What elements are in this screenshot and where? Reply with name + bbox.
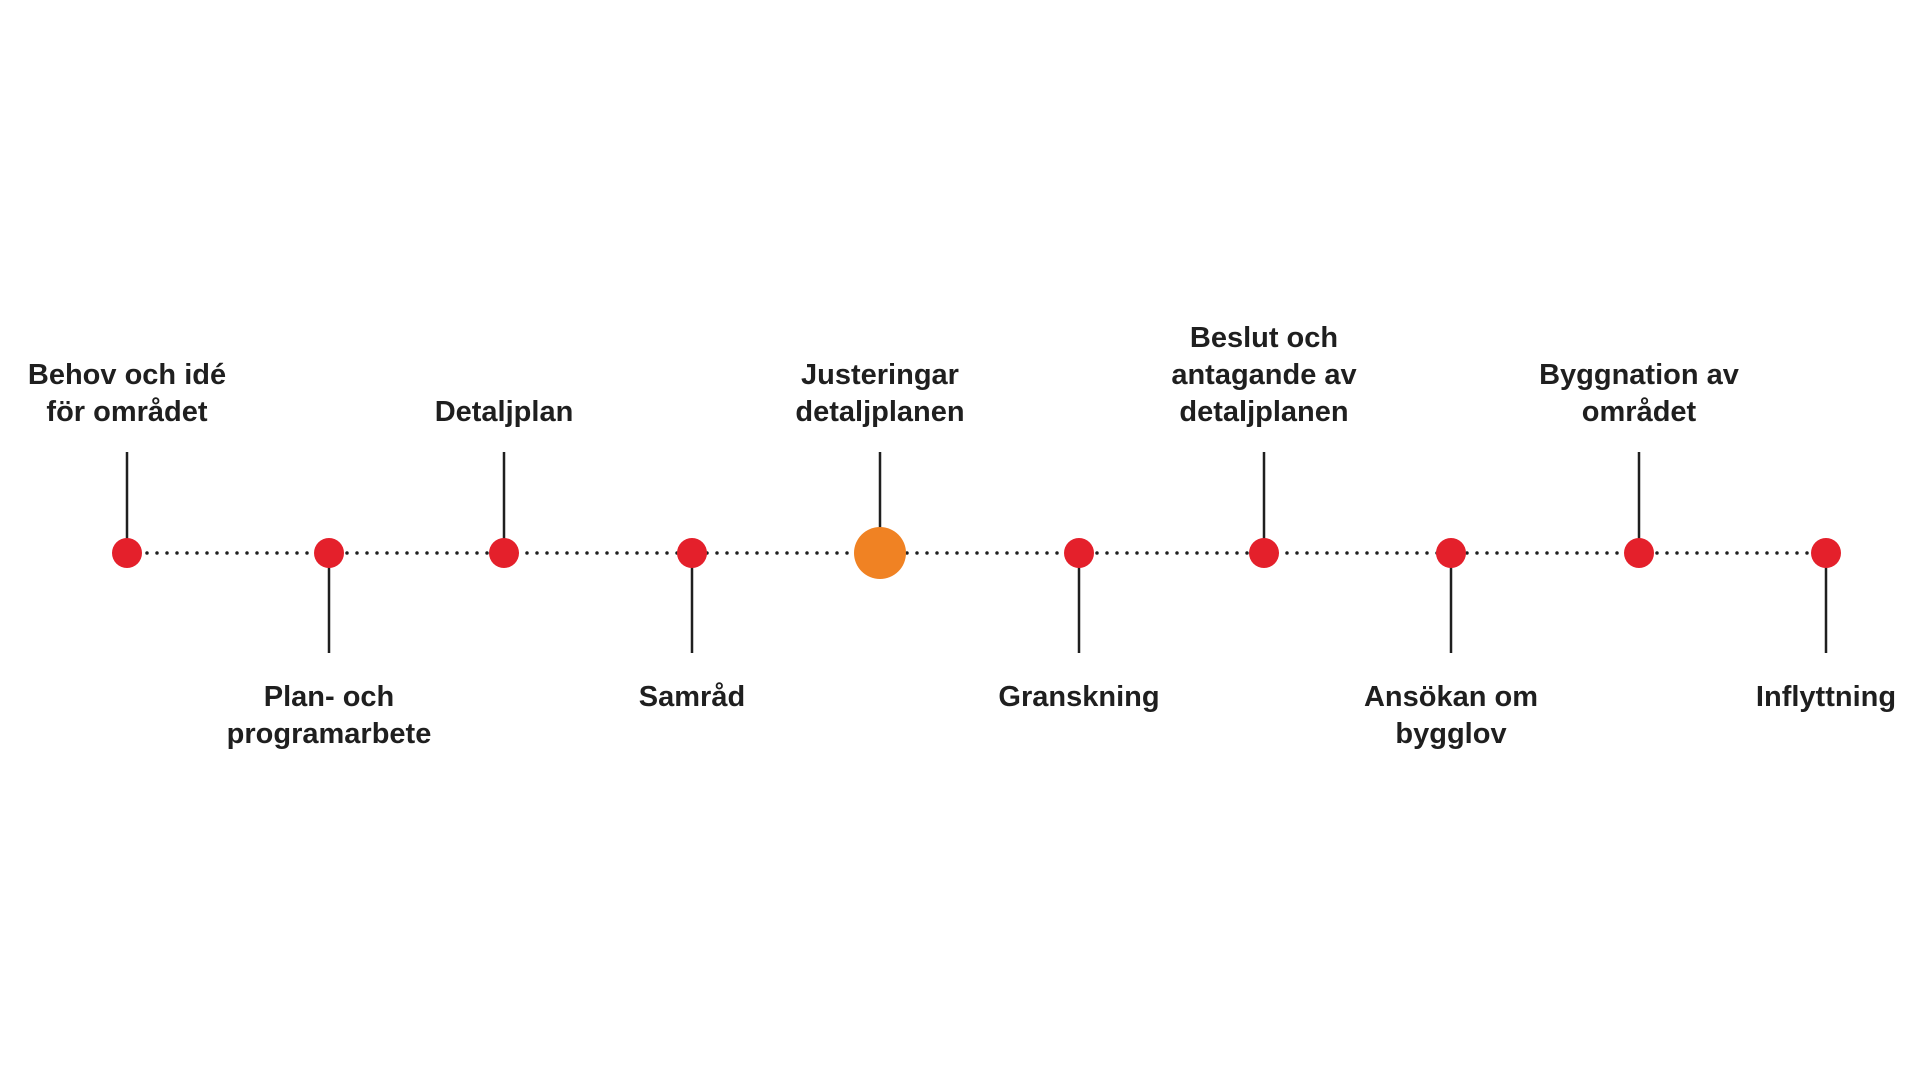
milestone-label-line: Justeringar [801, 359, 959, 391]
milestone-label-line: Inflyttning [1756, 681, 1896, 713]
milestone-dot [1811, 538, 1841, 568]
milestone-label-line: bygglov [1395, 718, 1506, 750]
milestone-behov: Behov och idé för området [28, 359, 226, 568]
milestone-dot [1436, 538, 1466, 568]
milestone-byggnation: Byggnation av området [1539, 359, 1739, 568]
milestone-dot [677, 538, 707, 568]
milestone-label-line: Ansökan om [1364, 681, 1538, 713]
milestone-label: Beslut och antagande av detaljplanen [1171, 322, 1356, 428]
milestone-ansokan: Ansökan om bygglov [1364, 538, 1538, 750]
milestone-label-line: Byggnation av [1539, 359, 1739, 391]
milestone-dot [1624, 538, 1654, 568]
milestone-dot [314, 538, 344, 568]
milestone-label-line: Plan- och [264, 681, 395, 713]
milestone-plan-program: Plan- och programarbete [227, 538, 432, 750]
milestone-label-line: Beslut och [1190, 322, 1338, 354]
milestone-label: Inflyttning [1756, 681, 1896, 713]
milestone-label-line: Detaljplan [435, 396, 574, 428]
milestone-label-line: programarbete [227, 718, 432, 750]
milestone-label-line: detaljplanen [795, 396, 964, 428]
milestone-label-line: för området [46, 396, 207, 428]
milestone-justeringar: Justeringar detaljplanen [795, 359, 965, 579]
milestone-label: Behov och idé för området [28, 359, 226, 428]
milestone-label: Granskning [998, 681, 1159, 713]
milestone-inflyttning: Inflyttning [1756, 538, 1896, 713]
milestone-label-line: Granskning [998, 681, 1159, 713]
milestone-label-line: området [1582, 396, 1697, 428]
milestone-label: Samråd [639, 681, 745, 713]
milestone-label: Detaljplan [435, 396, 574, 428]
current-milestone-dot [854, 527, 906, 579]
milestone-label-line: antagande av [1171, 359, 1356, 391]
milestone-dot [489, 538, 519, 568]
milestone-label-line: detaljplanen [1179, 396, 1348, 428]
milestone-dot [1249, 538, 1279, 568]
milestone-label: Byggnation av området [1539, 359, 1739, 428]
milestone-detaljplan: Detaljplan [435, 396, 574, 568]
milestone-dot [112, 538, 142, 568]
milestone-label-line: Samråd [639, 681, 745, 713]
milestone-label-line: Behov och idé [28, 359, 226, 391]
milestone-label: Ansökan om bygglov [1364, 681, 1538, 750]
milestone-label: Plan- och programarbete [227, 681, 432, 750]
milestone-label: Justeringar detaljplanen [795, 359, 964, 428]
milestone-dot [1064, 538, 1094, 568]
milestone-granskning: Granskning [998, 538, 1160, 713]
milestone-samrad: Samråd [639, 538, 745, 713]
milestone-beslut: Beslut och antagande av detaljplanen [1171, 322, 1357, 568]
